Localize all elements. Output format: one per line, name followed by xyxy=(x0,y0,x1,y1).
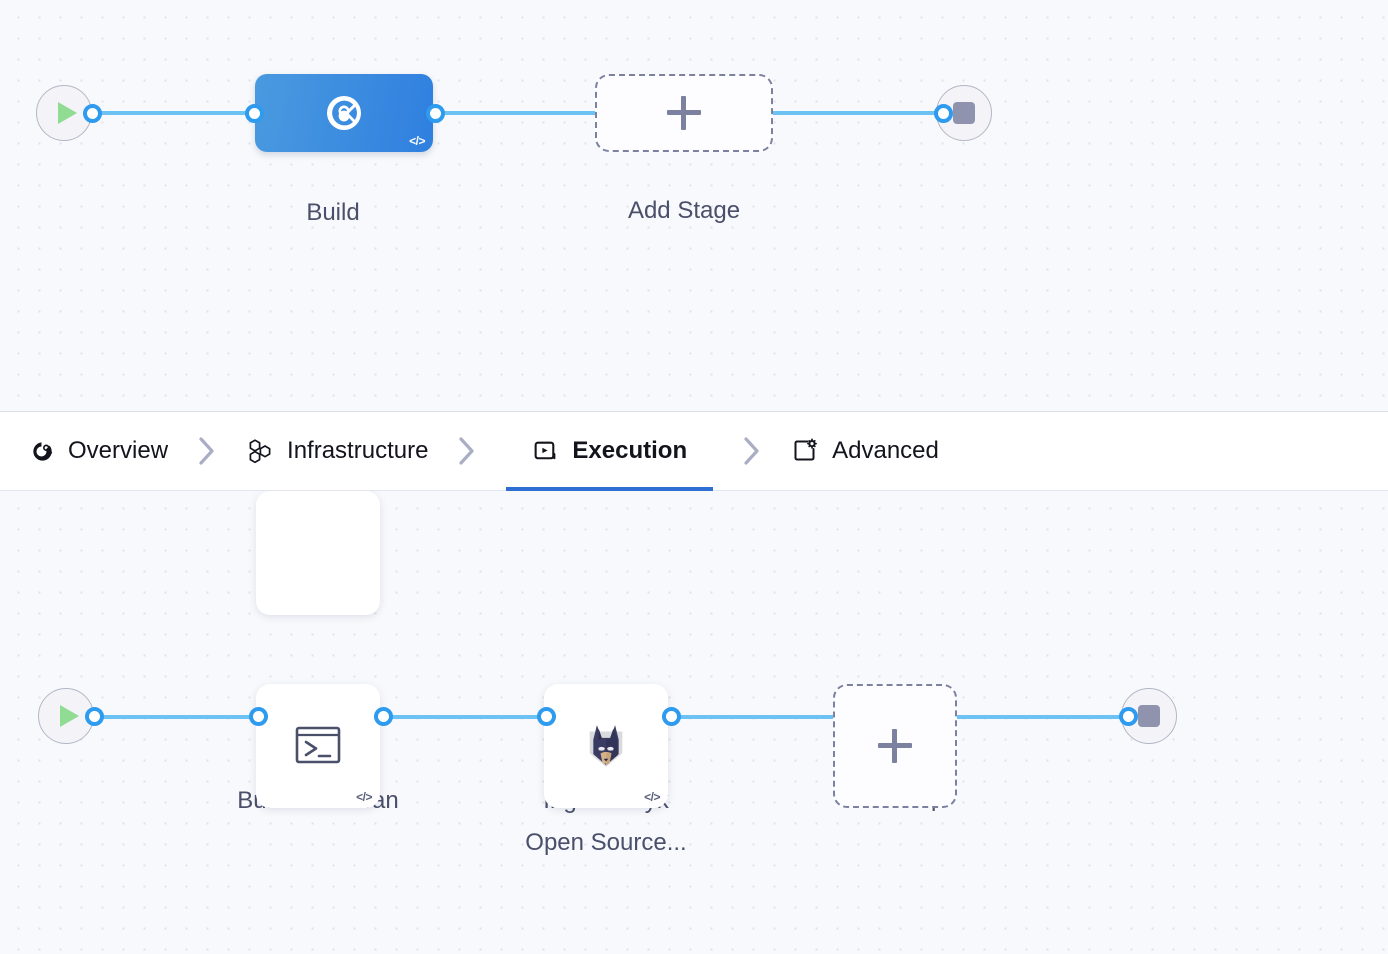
step-node-ingest-snyk-open-source[interactable]: </> xyxy=(544,684,668,808)
build-input-port[interactable] xyxy=(245,104,264,123)
infrastructure-icon xyxy=(246,437,274,465)
tab-infrastructure[interactable]: Infrastructure xyxy=(246,412,428,490)
tab-overview-label: Overview xyxy=(68,437,169,464)
snyk-input-port[interactable] xyxy=(537,707,556,726)
tab-overview[interactable]: Overview xyxy=(30,412,168,490)
build-and-scan-output-port[interactable] xyxy=(374,707,393,726)
execution-graph-canvas[interactable]: </> Build and Scan xyxy=(0,491,1388,954)
end-input-port[interactable] xyxy=(934,104,953,123)
snyk-logo-icon xyxy=(589,725,623,767)
stop-icon xyxy=(953,102,975,124)
build-output-port[interactable] xyxy=(426,104,445,123)
overview-icon xyxy=(30,439,55,464)
chevron-right-icon xyxy=(428,434,506,468)
pipeline-end-node[interactable] xyxy=(936,85,992,141)
edge-start-to-build-and-scan xyxy=(86,715,266,719)
build-and-scan-input-port[interactable] xyxy=(249,707,268,726)
tab-infrastructure-label: Infrastructure xyxy=(287,437,429,464)
code-badge[interactable]: </> xyxy=(644,790,660,804)
execution-start-node[interactable] xyxy=(38,688,94,744)
stage-node-build[interactable]: </> xyxy=(255,74,433,152)
tab-execution-label: Execution xyxy=(572,437,688,464)
code-badge[interactable]: </> xyxy=(356,790,372,804)
build-stage-icon xyxy=(327,96,361,130)
chevron-right-icon xyxy=(168,434,246,468)
add-step-button[interactable] xyxy=(833,684,957,808)
snyk-output-port[interactable] xyxy=(662,707,681,726)
edge-build-and-scan-to-snyk xyxy=(376,715,554,719)
execution-end-input-port[interactable] xyxy=(1119,707,1138,726)
edge-snyk-to-add-step xyxy=(664,715,844,719)
execution-start-output-port[interactable] xyxy=(85,707,104,726)
stage-config-tabbar: Overview Infrastructure xyxy=(0,411,1388,491)
execution-icon xyxy=(532,438,559,465)
edge-add-step-to-end xyxy=(950,715,1130,719)
stage-label-build: Build xyxy=(306,199,360,226)
chevron-right-icon xyxy=(713,434,791,468)
tab-advanced-label: Advanced xyxy=(832,437,939,464)
edge-start-to-build xyxy=(84,111,264,115)
play-icon xyxy=(57,102,77,124)
start-output-port[interactable] xyxy=(83,104,102,123)
pipeline-start-node[interactable] xyxy=(36,85,92,141)
stage-graph-canvas[interactable]: </> Build Add Stage xyxy=(0,0,1388,411)
step-node-build-and-scan[interactable]: </> xyxy=(256,684,380,808)
stop-icon xyxy=(1138,705,1160,727)
add-stage-button[interactable] xyxy=(595,74,773,152)
play-icon xyxy=(59,705,79,727)
tab-execution[interactable]: Execution xyxy=(506,412,713,491)
terminal-icon xyxy=(295,726,341,764)
advanced-icon xyxy=(791,437,819,465)
add-stage-label: Add Stage xyxy=(627,197,741,224)
tab-advanced[interactable]: Advanced xyxy=(791,412,939,490)
plus-icon xyxy=(667,96,701,130)
code-badge[interactable]: </> xyxy=(409,134,425,148)
plus-icon xyxy=(878,729,912,763)
step-node-placeholder-hidden xyxy=(256,491,380,615)
